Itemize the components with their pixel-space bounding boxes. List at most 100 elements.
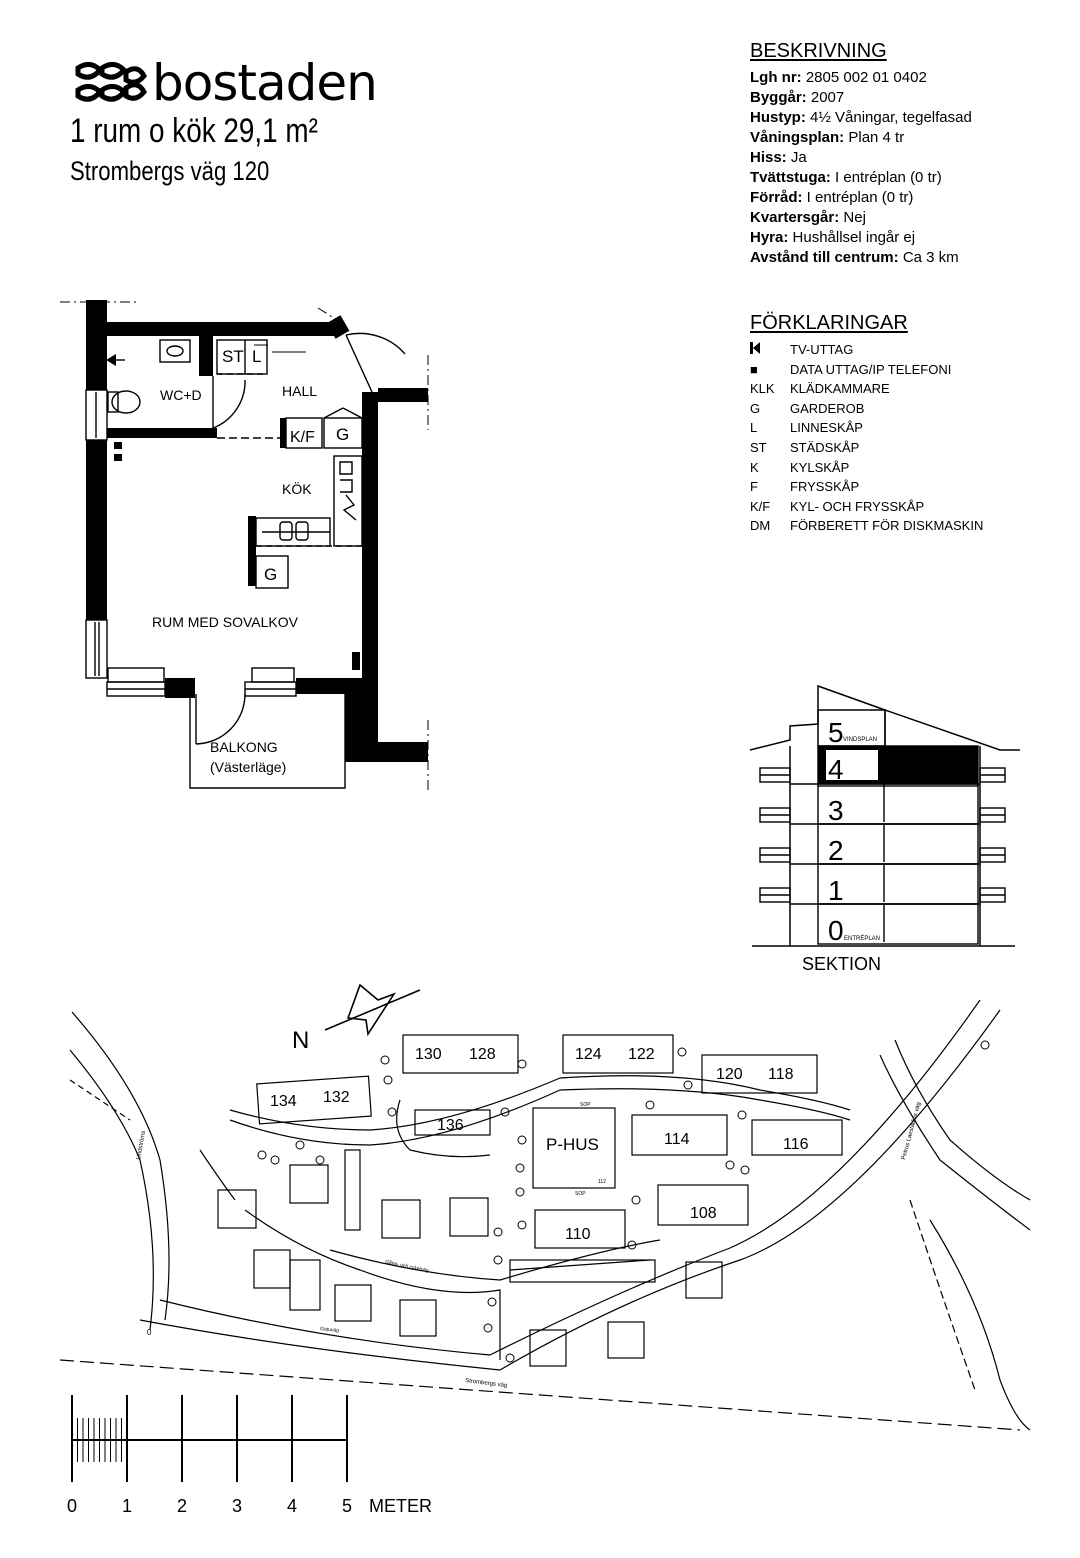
description-value: 2007 (810, 89, 845, 106)
tv-outlet-icon (750, 340, 790, 360)
label-l: L (252, 347, 261, 366)
scale-5: 5 (342, 1496, 352, 1516)
floor-0-label: ENTRÉPLAN (844, 935, 880, 942)
building-136: 136 (437, 1117, 464, 1134)
building-130: 130 (415, 1046, 442, 1063)
building-120: 120 (716, 1066, 743, 1083)
building-118: 118 (768, 1066, 794, 1083)
description-value: Plan 4 tr (848, 129, 905, 146)
legend-text: KYLSKÅP (790, 459, 850, 475)
description-row: Avstånd till centrum: Ca 3 km (750, 248, 972, 268)
section-label: SEKTION (802, 954, 881, 974)
legend-text: TV-UTTAG (790, 342, 854, 357)
description-value: Nej (843, 209, 866, 226)
data-outlet-icon: ■ (750, 361, 758, 377)
legend-text: KYL- OCH FRYSSKÅP (790, 498, 925, 514)
sop-bottom: SOP (575, 1191, 586, 1197)
legend-row: ■ DATA UTTAG/IP TELEFONI (750, 360, 983, 380)
legend-row: DM FÖRBERETT FÖR DISKMASKIN (750, 516, 983, 536)
description-label: Hyra: (750, 229, 789, 246)
legend-text: FRYSSKÅP (790, 479, 860, 495)
scale-2: 2 (177, 1496, 187, 1516)
apartment-address: Strombergs väg 120 (70, 156, 270, 186)
section-diagram: 5 VINDSPLAN 4 3 2 1 0 ENTRÉPLAN SEKTION (749, 684, 1020, 974)
floor-1-number: 1 (828, 875, 844, 906)
scale-3: 3 (232, 1496, 242, 1516)
legend-text: DATA UTTAG/IP TELEFONI (790, 361, 952, 377)
legend-text: LINNESKÅP (790, 420, 863, 436)
legend-key: KLK (750, 381, 775, 397)
label-g2: G (264, 565, 277, 584)
building-128: 128 (469, 1046, 496, 1063)
label-112: 112 (598, 1179, 606, 1185)
building-116: 116 (783, 1136, 809, 1153)
parking-garage: P-HUS (546, 1135, 599, 1154)
floor-2-number: 2 (828, 835, 844, 866)
legend-key: G (750, 400, 761, 416)
legend-key: L (750, 420, 758, 436)
description-heading: BESKRIVNING (750, 40, 887, 62)
description-row: Hiss: Ja (750, 148, 972, 168)
legend-row: TV-UTTAG (750, 340, 983, 360)
legend-text: STÄDSKÅP (790, 439, 860, 455)
room-hall: HALL (282, 383, 317, 399)
description-value: Ca 3 km (902, 249, 959, 266)
label-g1: G (336, 425, 349, 444)
legend-text: FÖRBERETT FÖR DISKMASKIN (790, 518, 984, 534)
description-label: Kvartersgår: (750, 209, 840, 226)
description-value: 2805 002 01 0402 (805, 69, 927, 86)
brand-logo (72, 60, 148, 106)
legend-key: K/F (750, 498, 771, 514)
legend-key: F (750, 479, 758, 495)
description-label: Byggår: (750, 89, 807, 106)
legend-row: ST STÄDSKÅP (750, 438, 983, 458)
room-main: RUM MED SOVALKOV (152, 614, 299, 630)
legend-row: K/F KYL- OCH FRYSSKÅP (750, 497, 983, 517)
description-row: Hyra: Hushållsel ingår ej (750, 228, 972, 248)
sop-top: SOP (580, 1102, 591, 1108)
floor-plan: WC+D ST L HALL K/F G KÖK G RUM MED SOVAL… (60, 300, 429, 790)
legend-text: GARDEROB (790, 400, 865, 416)
site-plan: N 130 128 124 122 120 118 134 132 136 11… (60, 983, 1031, 1431)
description-row: Hustyp: 4½ Våningar, tegelfasad (750, 108, 972, 128)
legend-row: L LINNESKÅP (750, 418, 983, 438)
building-122: 122 (628, 1046, 655, 1063)
apartment-title: 1 rum o kök 29,1 m² (70, 112, 318, 150)
label-st: ST (222, 347, 244, 366)
site-zero: 0 (147, 1328, 152, 1337)
description-label: Våningsplan: (750, 129, 845, 146)
legend-row: G GARDEROB (750, 399, 983, 419)
path-street: Gatuväg (320, 1326, 340, 1334)
floor-4-number: 4 (828, 754, 844, 785)
street-strombergs: Strombergs väg (465, 1378, 508, 1389)
scale-unit: METER (369, 1496, 432, 1516)
balcony-orientation: (Västerläge) (210, 759, 286, 775)
description-value: 4½ Våningar, tegelfasad (810, 109, 972, 126)
legend-key: K (750, 459, 759, 475)
label-kf: K/F (290, 429, 315, 446)
north-label: N (292, 1027, 309, 1054)
path-cycle: Gång- och cykelväg (385, 1258, 430, 1274)
brand-name: bostaden (152, 54, 378, 112)
description-row: Tvättstuga: I entréplan (0 tr) (750, 168, 972, 188)
room-wc: WC+D (160, 387, 202, 403)
building-134: 134 (270, 1093, 297, 1110)
description-label: Avstånd till centrum: (750, 249, 899, 266)
legend-key: ST (750, 439, 767, 455)
floor-0-number: 0 (828, 915, 844, 946)
description-label: Förråd: (750, 189, 803, 206)
street-left: Lindströms (136, 1130, 147, 1160)
building-114: 114 (664, 1131, 690, 1148)
description-value: Ja (790, 149, 807, 166)
scale-bar: 0 1 2 3 4 5 METER (67, 1395, 432, 1516)
description-value: I entréplan (0 tr) (835, 169, 942, 186)
legend-row: F FRYSSKÅP (750, 477, 983, 497)
description-value: I entréplan (0 tr) (806, 189, 914, 206)
building-108: 108 (690, 1205, 717, 1222)
legend-key: DM (750, 518, 771, 534)
building-124: 124 (575, 1046, 602, 1063)
legend-heading: FÖRKLARINGAR (750, 312, 908, 334)
